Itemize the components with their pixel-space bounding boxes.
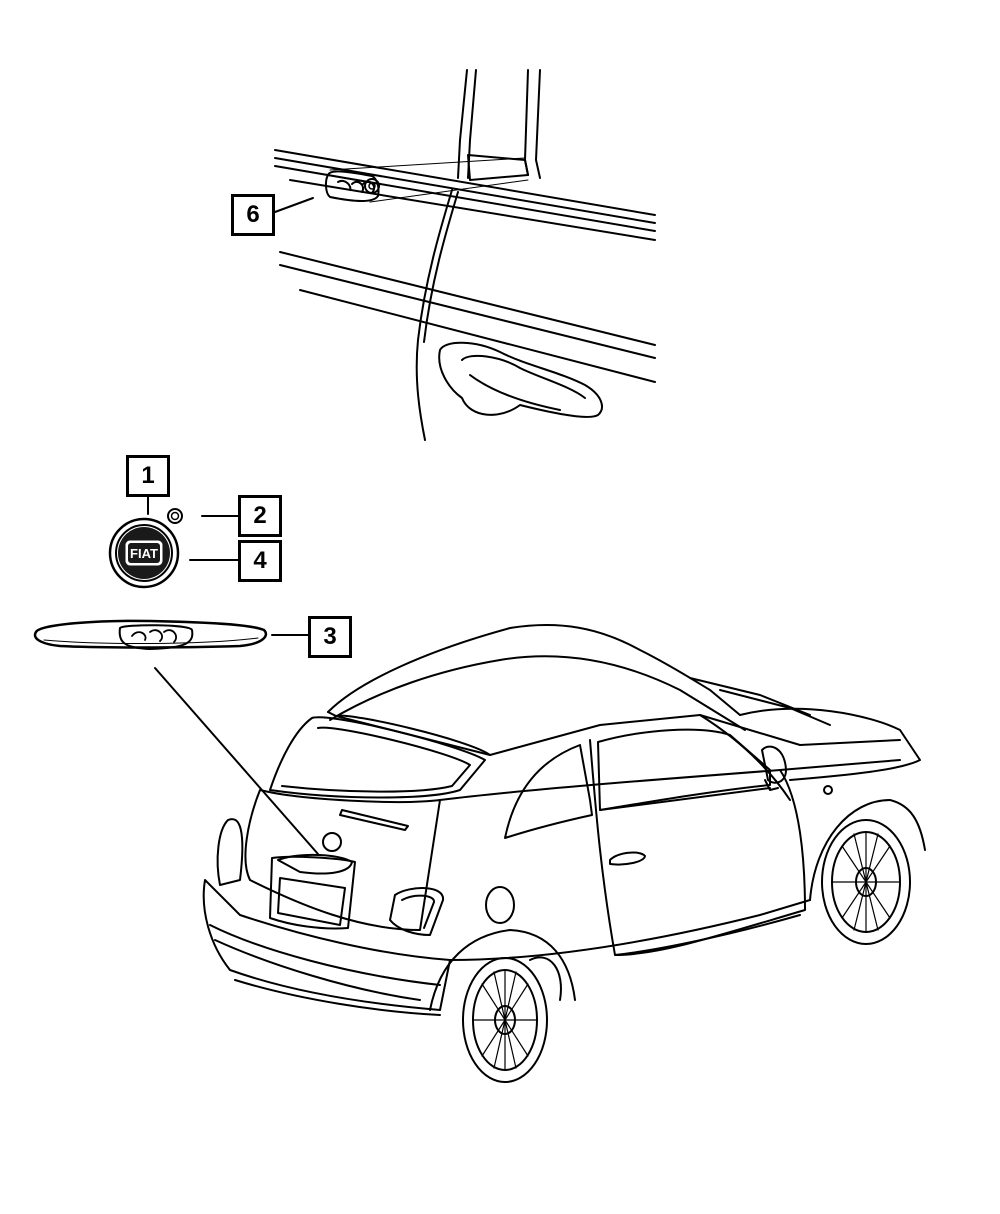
a-pillar: [700, 715, 790, 800]
rear-wheel-arch: [430, 930, 575, 1010]
door-shut-line: [417, 190, 452, 440]
plate-inner: [278, 878, 345, 925]
nut-part: [168, 509, 182, 523]
hatch-outline: [245, 790, 440, 930]
door-badge-500: [326, 171, 379, 201]
leader-line-trim-to-car: [155, 668, 318, 854]
belt-strip-3: [275, 166, 655, 231]
callout-1: 1: [126, 455, 170, 497]
leader-line-6: [275, 198, 313, 212]
mirror-stalk: [765, 780, 778, 790]
body-crease-2: [280, 265, 655, 358]
tail-light-left: [218, 819, 243, 885]
fiat-logo-text: FIAT: [130, 546, 158, 561]
door-shut-line-2: [424, 192, 458, 342]
tail-light-right: [390, 888, 443, 935]
roof-line-inner: [330, 660, 500, 720]
side-marker: [824, 786, 832, 794]
callout-2: 2: [238, 495, 282, 537]
front-door-window: [598, 730, 770, 810]
plate-trim-top: [278, 855, 352, 874]
body-side-top: [490, 715, 900, 755]
rear-wheel: [463, 958, 547, 1082]
door-glass-base: [468, 155, 528, 180]
rear-window: [270, 717, 485, 797]
fuel-door: [486, 887, 514, 923]
bumper-bottom: [235, 980, 440, 1015]
belt-strip-4: [290, 180, 655, 240]
door-closeup: [275, 70, 655, 440]
badge-guide-top: [330, 158, 525, 170]
belt-strip-1: [275, 150, 655, 215]
side-mirror: [762, 747, 786, 783]
license-plate-recess: [270, 857, 355, 929]
badge-guide-bottom: [370, 180, 528, 202]
window-frame-rear-2: [536, 70, 540, 178]
rear-badge: [323, 833, 341, 851]
fiat-emblem: FIAT: [110, 519, 178, 587]
rear-window-inner: [282, 728, 470, 792]
tail-light-right-inner: [402, 896, 434, 928]
body-shoulder: [440, 760, 900, 800]
bumper-line-2: [215, 940, 420, 1000]
door-handle-car: [610, 853, 645, 865]
hood-stripe-2: [720, 690, 830, 725]
b-pillar-outer: [458, 70, 467, 178]
car-roof: [328, 625, 740, 715]
front-wheel-arch: [810, 800, 925, 900]
front-wheel: [822, 820, 910, 944]
rear-wiper: [340, 810, 408, 830]
door-handle-inner: [462, 356, 585, 398]
rear-bumper: [204, 880, 450, 1010]
body-side-bottom: [450, 900, 810, 960]
rear-wheel-spokes: [473, 970, 537, 1070]
sill-line: [615, 915, 800, 955]
car-illustration: [204, 625, 925, 1082]
callout-4: 4: [238, 540, 282, 582]
tailgate-trim-bar: [35, 621, 266, 649]
window-trim-line: [600, 788, 770, 810]
body-crease-3: [300, 290, 655, 382]
front-wheel-spokes: [832, 832, 900, 932]
roof-spoiler: [336, 716, 490, 755]
front-door: [590, 740, 805, 955]
bumper-line-1: [210, 925, 440, 985]
rear-wheel-inner: [530, 957, 561, 1000]
roof-panel: [500, 656, 745, 730]
callout-6: 6: [231, 194, 275, 236]
callout-3: 3: [308, 616, 352, 658]
door-handle: [439, 343, 602, 417]
belt-strip-2: [275, 158, 655, 223]
rear-quarter-window: [505, 745, 592, 838]
door-handle-recess: [470, 375, 560, 410]
body-crease-1: [280, 252, 655, 345]
